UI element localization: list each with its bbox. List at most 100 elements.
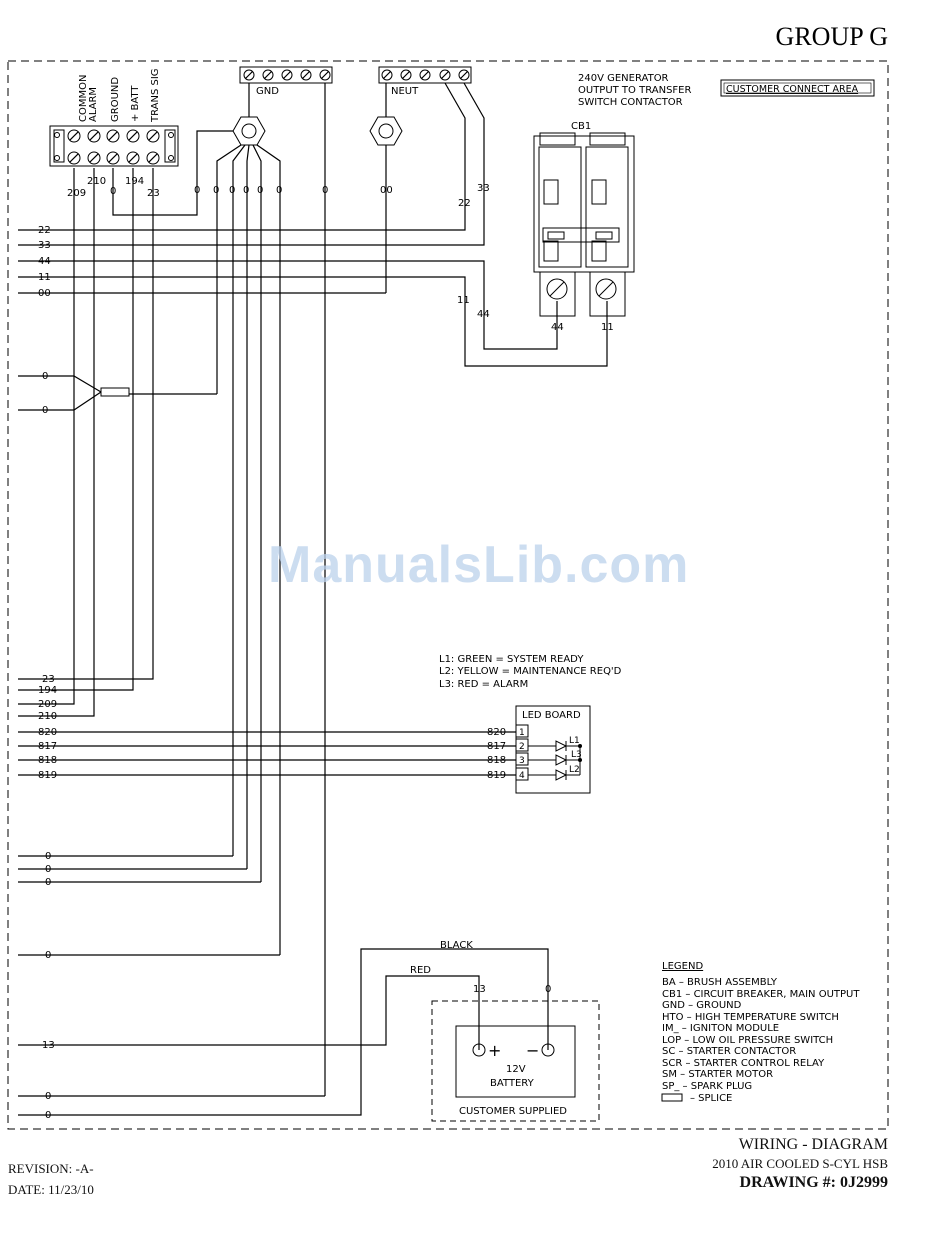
svg-text:0: 0 bbox=[229, 185, 235, 196]
svg-text:23: 23 bbox=[42, 674, 55, 685]
generator-output-label: 240V GENERATOR OUTPUT TO TRANSFER SWITCH… bbox=[578, 73, 691, 108]
led-board: LED BOARD 1 2 3 4 L1 L3 L2 bbox=[515, 705, 591, 794]
svg-text:13: 13 bbox=[473, 984, 486, 995]
group-title: GROUP G bbox=[775, 22, 888, 51]
svg-text:817: 817 bbox=[38, 741, 57, 752]
drawing-subtitle: 2010 AIR COOLED S-CYL HSB bbox=[712, 1156, 888, 1171]
svg-text:44: 44 bbox=[38, 256, 51, 267]
wires bbox=[18, 82, 608, 1116]
svg-text:1: 1 bbox=[519, 728, 525, 738]
revision-block: REVISION: -A- DATE: 11/23/10 bbox=[8, 1158, 94, 1200]
svg-text:SWITCH CONTACTOR: SWITCH CONTACTOR bbox=[578, 97, 683, 108]
svg-text:CB1: CB1 bbox=[571, 121, 591, 132]
svg-text:11: 11 bbox=[38, 272, 51, 283]
strip-screw-bottom-0 bbox=[67, 151, 81, 165]
svg-text:0: 0 bbox=[276, 185, 282, 196]
svg-text:CUSTOMER SUPPLIED: CUSTOMER SUPPLIED bbox=[459, 1106, 567, 1117]
drawing-number: DRAWING #: 0J2999 bbox=[739, 1174, 888, 1191]
svg-text:BLACK: BLACK bbox=[440, 940, 473, 951]
svg-text:OUTPUT TO TRANSFER: OUTPUT TO TRANSFER bbox=[578, 85, 691, 96]
gnd-screw-4 bbox=[319, 69, 331, 81]
svg-text:SP_ – SPARK PLUG: SP_ – SPARK PLUG bbox=[662, 1081, 752, 1092]
svg-text:0: 0 bbox=[257, 185, 263, 196]
strip-screw-bottom-1 bbox=[87, 151, 101, 165]
svg-text:819: 819 bbox=[487, 770, 506, 781]
ground-stud bbox=[232, 116, 266, 146]
svg-text:33: 33 bbox=[477, 183, 490, 194]
svg-text:RED: RED bbox=[410, 965, 431, 976]
battery: + − 12V BATTERY CUSTOMER SUPPLIED bbox=[431, 1000, 600, 1122]
svg-text:210: 210 bbox=[87, 176, 106, 187]
svg-text:0: 0 bbox=[322, 185, 328, 196]
strip-label-batt: + BATT bbox=[130, 85, 141, 122]
svg-text:– SPLICE: – SPLICE bbox=[690, 1093, 732, 1104]
gnd-screw-2 bbox=[281, 69, 293, 81]
svg-text:SM – STARTER MOTOR: SM – STARTER MOTOR bbox=[662, 1069, 773, 1080]
svg-text:−: − bbox=[526, 1041, 539, 1060]
strip-screw-top-0 bbox=[67, 129, 81, 143]
title-block: WIRING - DIAGRAM 2010 AIR COOLED S-CYL H… bbox=[712, 1136, 888, 1192]
svg-text:CB1 – CIRCUIT BREAKER, MAIN O: CB1 – CIRCUIT BREAKER, MAIN OUTPUT bbox=[662, 989, 860, 1000]
strip-label-ground: GROUND bbox=[110, 77, 121, 122]
neut-terminal-block: NEUT bbox=[378, 66, 472, 97]
drawing-title: WIRING - DIAGRAM bbox=[738, 1136, 888, 1153]
gnd-screw-1 bbox=[262, 69, 274, 81]
svg-text:IM_ – IGNITON MODULE: IM_ – IGNITON MODULE bbox=[662, 1023, 779, 1034]
svg-text:L1: L1 bbox=[569, 736, 580, 746]
svg-text:0: 0 bbox=[45, 877, 51, 888]
watermark: ManualsLib.com bbox=[268, 536, 690, 594]
svg-text:+: + bbox=[488, 1041, 501, 1060]
svg-text:818: 818 bbox=[487, 755, 506, 766]
svg-text:817: 817 bbox=[487, 741, 506, 752]
strip-label-common: COMMON bbox=[78, 75, 89, 122]
svg-text:L3: L3 bbox=[571, 750, 582, 760]
wire-labels: 209 210 0 194 23 0 0 0 0 0 0 0 00 22 33 … bbox=[38, 176, 614, 1121]
svg-text:GND – GROUND: GND – GROUND bbox=[662, 1000, 742, 1011]
svg-text:4: 4 bbox=[519, 771, 525, 781]
svg-text:0: 0 bbox=[545, 984, 551, 995]
date: DATE: 11/23/10 bbox=[8, 1182, 94, 1197]
svg-text:BATTERY: BATTERY bbox=[490, 1078, 535, 1089]
neutral-stud bbox=[369, 116, 403, 146]
svg-text:44: 44 bbox=[477, 309, 490, 320]
svg-text:0: 0 bbox=[243, 185, 249, 196]
svg-text:0: 0 bbox=[45, 1110, 51, 1121]
revision: REVISION: -A- bbox=[8, 1161, 94, 1176]
svg-text:BA – BRUSH ASSEMBLY: BA – BRUSH ASSEMBLY bbox=[662, 977, 778, 988]
svg-text:0: 0 bbox=[110, 186, 116, 197]
diagram-border bbox=[7, 60, 889, 1130]
svg-text:210: 210 bbox=[38, 711, 57, 722]
svg-text:HTO – HIGH TEMPERATURE SWITCH: HTO – HIGH TEMPERATURE SWITCH bbox=[662, 1012, 839, 1023]
svg-text:2: 2 bbox=[519, 742, 525, 752]
gnd-screw-3 bbox=[300, 69, 312, 81]
svg-text:0: 0 bbox=[45, 864, 51, 875]
led-notes: L1: GREEN = SYSTEM READY L2: YELLOW = MA… bbox=[439, 654, 622, 690]
svg-text:L3: RED = ALARM: L3: RED = ALARM bbox=[439, 679, 528, 690]
svg-text:12V: 12V bbox=[506, 1064, 526, 1075]
svg-text:0: 0 bbox=[45, 851, 51, 862]
svg-text:LEGEND: LEGEND bbox=[662, 961, 703, 972]
svg-text:LED BOARD: LED BOARD bbox=[522, 710, 581, 721]
customer-connect-area-label: CUSTOMER CONNECT AREA bbox=[720, 79, 875, 97]
neut-screw-3 bbox=[439, 69, 451, 81]
neut-screw-0 bbox=[381, 69, 393, 81]
svg-text:L2: YELLOW = MAINTENANCE REQ': L2: YELLOW = MAINTENANCE REQ'D bbox=[439, 666, 622, 677]
svg-text:818: 818 bbox=[38, 755, 57, 766]
svg-text:0: 0 bbox=[213, 185, 219, 196]
svg-text:3: 3 bbox=[519, 756, 525, 766]
svg-text:11: 11 bbox=[457, 295, 470, 306]
svg-text:11: 11 bbox=[601, 322, 614, 333]
svg-text:33: 33 bbox=[38, 240, 51, 251]
svg-text:820: 820 bbox=[487, 727, 506, 738]
svg-text:SC – STARTER CONTACTOR: SC – STARTER CONTACTOR bbox=[662, 1046, 796, 1057]
svg-text:00: 00 bbox=[380, 185, 393, 196]
svg-text:820: 820 bbox=[38, 727, 57, 738]
svg-text:SCR – STARTER CONTROL RELAY: SCR – STARTER CONTROL RELAY bbox=[662, 1058, 825, 1069]
strip-screw-bottom-2 bbox=[106, 151, 120, 165]
svg-text:240V GENERATOR: 240V GENERATOR bbox=[578, 73, 669, 84]
svg-text:194: 194 bbox=[38, 685, 57, 696]
svg-text:209: 209 bbox=[38, 699, 57, 710]
svg-text:23: 23 bbox=[147, 188, 160, 199]
strip-screw-bottom-3 bbox=[126, 151, 140, 165]
